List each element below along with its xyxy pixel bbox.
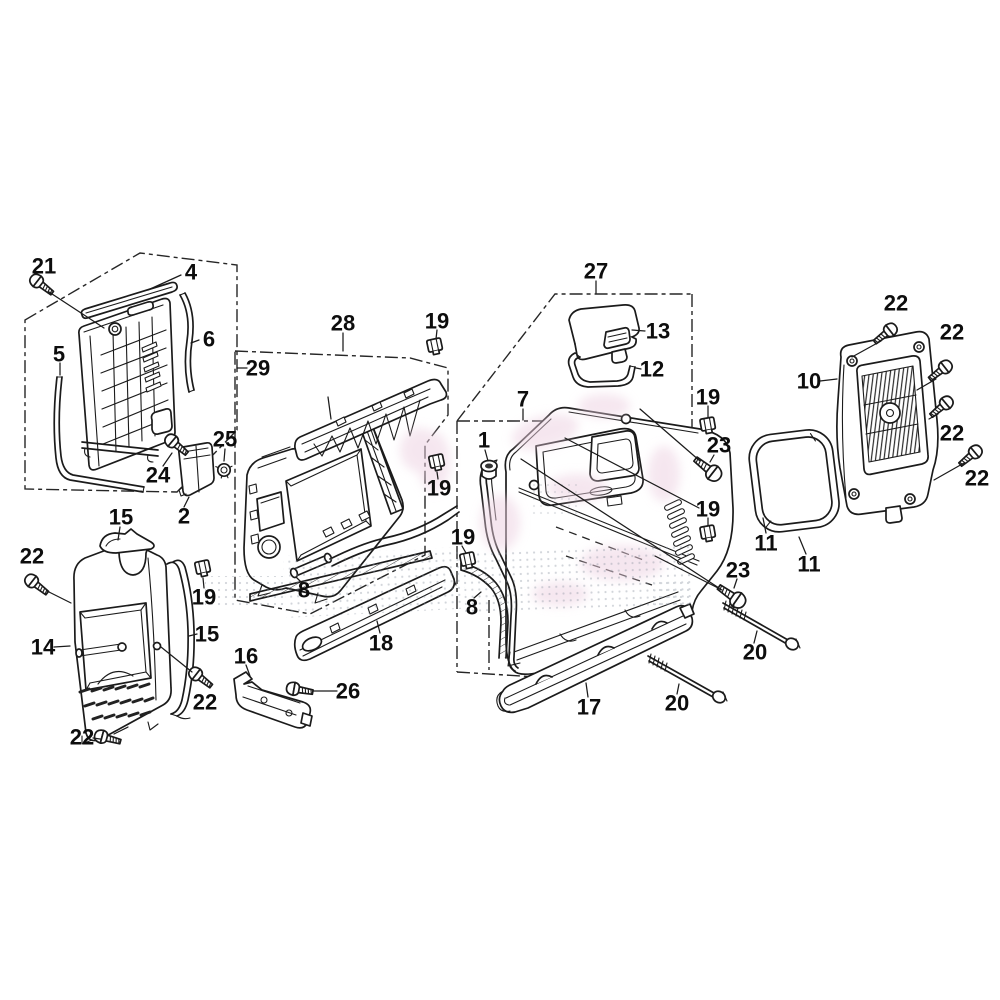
callout-label-17: 17 xyxy=(577,695,601,720)
callout-label-11: 11 xyxy=(754,531,777,556)
callout-label-14: 14 xyxy=(31,635,56,660)
part-seal-strip-5 xyxy=(53,376,145,493)
callout-label-22: 22 xyxy=(884,291,908,316)
callout-label-19: 19 xyxy=(696,497,720,522)
callout-label-10: 10 xyxy=(797,369,821,394)
callout-label-5: 5 xyxy=(53,342,65,367)
callout-label-1: 1 xyxy=(478,428,490,453)
part-grille-cover-10 xyxy=(836,330,939,524)
bolt-20-icon xyxy=(722,600,801,651)
part-seal-strip-6 xyxy=(179,292,195,393)
part-grommet-1 xyxy=(480,459,498,480)
callout-label-15: 15 xyxy=(109,505,133,530)
part-side-panel-7 xyxy=(479,406,734,676)
callout-label-27: 27 xyxy=(584,259,608,284)
callout-label-13: 13 xyxy=(646,319,670,344)
part-front-cover-14 xyxy=(73,547,172,745)
callout-label-16: 16 xyxy=(234,644,258,669)
callout-label-28: 28 xyxy=(331,311,355,336)
leader-lines xyxy=(46,274,965,740)
callout-label-22: 22 xyxy=(940,421,964,446)
part-bracket-16 xyxy=(233,671,313,729)
callout-label-21: 21 xyxy=(32,254,56,279)
part-grid-panel xyxy=(78,297,176,471)
part-seal-12 xyxy=(567,352,636,388)
clip-nut-19-icon xyxy=(425,336,445,357)
callout-label-19: 19 xyxy=(451,525,475,550)
fasteners-layer xyxy=(21,270,986,749)
callout-label-25: 25 xyxy=(213,427,237,452)
assembly-box-29 xyxy=(24,252,238,493)
callout-label-22: 22 xyxy=(965,466,989,491)
callout-label-29: 29 xyxy=(246,356,270,381)
callout-label-15: 15 xyxy=(195,622,219,647)
callout-label-22: 22 xyxy=(940,320,964,345)
screw-24-icon xyxy=(161,430,192,460)
callout-label-4: 4 xyxy=(185,260,198,285)
callout-label-23: 23 xyxy=(707,433,731,458)
callout-label-19: 19 xyxy=(192,585,216,610)
callout-label-8: 8 xyxy=(466,595,478,620)
callout-label-12: 12 xyxy=(640,357,664,382)
screw-22-icon xyxy=(21,570,53,600)
callout-label-2: 2 xyxy=(178,504,190,529)
callout-label-7: 7 xyxy=(517,387,529,412)
callout-label-22: 22 xyxy=(20,544,44,569)
part-seal-ring-11 xyxy=(748,429,840,533)
callout-label-18: 18 xyxy=(369,631,393,656)
callout-label-20: 20 xyxy=(665,691,689,716)
callout-label-19: 19 xyxy=(425,309,449,334)
callout-label-22: 22 xyxy=(193,690,217,715)
clip-nut-19-icon xyxy=(193,558,213,579)
part-plate-2 xyxy=(177,441,215,497)
halftone-patches xyxy=(205,484,693,618)
callout-label-22: 22 xyxy=(70,725,94,750)
part-lid-13 xyxy=(568,304,640,364)
part-rail-17 xyxy=(496,603,695,714)
nut-25-icon xyxy=(214,462,233,479)
assembly-box-27 xyxy=(456,293,692,422)
callout-label-23: 23 xyxy=(726,558,750,583)
screw-23-icon xyxy=(713,579,750,613)
callout-label-26: 26 xyxy=(336,679,360,704)
bolt-20-icon xyxy=(647,653,728,704)
callout-label-19: 19 xyxy=(427,476,451,501)
callout-label-11: 11 xyxy=(797,552,820,577)
callout-label-20: 20 xyxy=(743,640,767,665)
callout-label-6: 6 xyxy=(203,327,215,352)
part-seal-15-top xyxy=(99,528,155,554)
part-molding-strip-4 xyxy=(80,281,178,320)
screw-26-icon xyxy=(284,680,315,700)
callout-label-8: 8 xyxy=(298,578,310,603)
callout-label-19: 19 xyxy=(696,385,720,410)
callout-label-24: 24 xyxy=(146,463,171,488)
part-seal-15-right xyxy=(166,559,195,720)
